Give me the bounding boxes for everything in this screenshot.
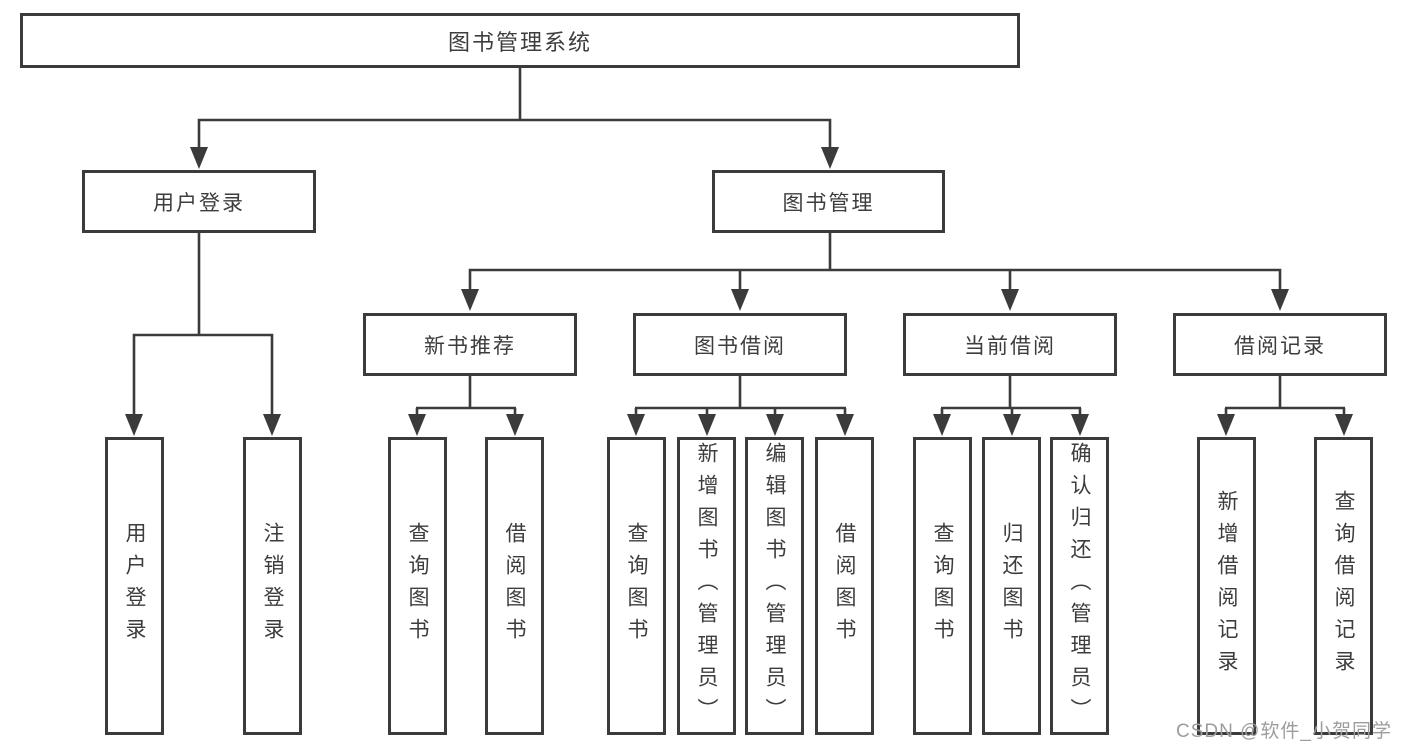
node-book-management: 图书管理 [712, 170, 945, 233]
leaf-current-return-book-label: 归还图书 [1000, 522, 1023, 650]
leaf-borrow-borrow-book-label: 借阅图书 [833, 522, 856, 650]
leaf-current-query-book-label: 查询图书 [931, 522, 954, 650]
node-book-borrow-label: 图书借阅 [694, 334, 786, 358]
leaf-borrow-edit-book-admin: 编辑图书（管理员） [745, 437, 804, 735]
csdn-watermark: CSDN @软件_小贺同学 [1176, 721, 1392, 742]
leaf-recommend-borrow-book-label: 借阅图书 [503, 522, 526, 650]
node-current-borrow: 当前借阅 [903, 313, 1117, 376]
leaf-logout-label: 注销登录 [261, 522, 284, 650]
leaf-borrow-add-book-admin: 新增图书（管理员） [677, 437, 736, 735]
leaf-recommend-query-book: 查询图书 [388, 437, 447, 735]
leaf-current-confirm-return-admin-label: 确认归还（管理员） [1068, 442, 1091, 730]
node-current-borrow-label: 当前借阅 [964, 334, 1056, 358]
leaf-logout: 注销登录 [243, 437, 302, 735]
leaf-borrow-edit-book-admin-label: 编辑图书（管理员） [763, 442, 786, 730]
node-borrow-records-label: 借阅记录 [1234, 334, 1326, 358]
node-user-login: 用户登录 [82, 170, 316, 233]
node-root: 图书管理系统 [20, 13, 1020, 68]
leaf-user-login-label: 用户登录 [123, 522, 146, 650]
node-book-borrow: 图书借阅 [633, 313, 847, 376]
leaf-current-query-book: 查询图书 [913, 437, 972, 735]
leaf-borrow-query-book: 查询图书 [607, 437, 666, 735]
node-book-management-label: 图书管理 [782, 191, 875, 215]
leaf-recommend-query-book-label: 查询图书 [406, 522, 429, 650]
arrowhead-icons [125, 147, 1353, 436]
leaf-borrow-add-book-admin-label: 新增图书（管理员） [695, 442, 718, 730]
connector-segments [132, 67, 1346, 416]
node-new-book-recommend-label: 新书推荐 [424, 334, 516, 358]
leaf-borrow-borrow-book: 借阅图书 [815, 437, 874, 735]
leaf-records-query-record-label: 查询借阅记录 [1332, 490, 1355, 682]
leaf-current-return-book: 归还图书 [982, 437, 1041, 735]
node-borrow-records: 借阅记录 [1173, 313, 1387, 376]
leaf-current-confirm-return-admin: 确认归还（管理员） [1050, 437, 1109, 735]
leaf-records-add-record: 新增借阅记录 [1197, 437, 1256, 735]
node-user-login-label: 用户登录 [153, 191, 245, 215]
node-new-book-recommend: 新书推荐 [363, 313, 577, 376]
leaf-recommend-borrow-book: 借阅图书 [485, 437, 544, 735]
leaf-records-add-record-label: 新增借阅记录 [1215, 490, 1238, 682]
leaf-borrow-query-book-label: 查询图书 [625, 522, 648, 650]
leaf-user-login: 用户登录 [105, 437, 164, 735]
node-root-label: 图书管理系统 [447, 29, 592, 55]
leaf-records-query-record: 查询借阅记录 [1314, 437, 1373, 735]
